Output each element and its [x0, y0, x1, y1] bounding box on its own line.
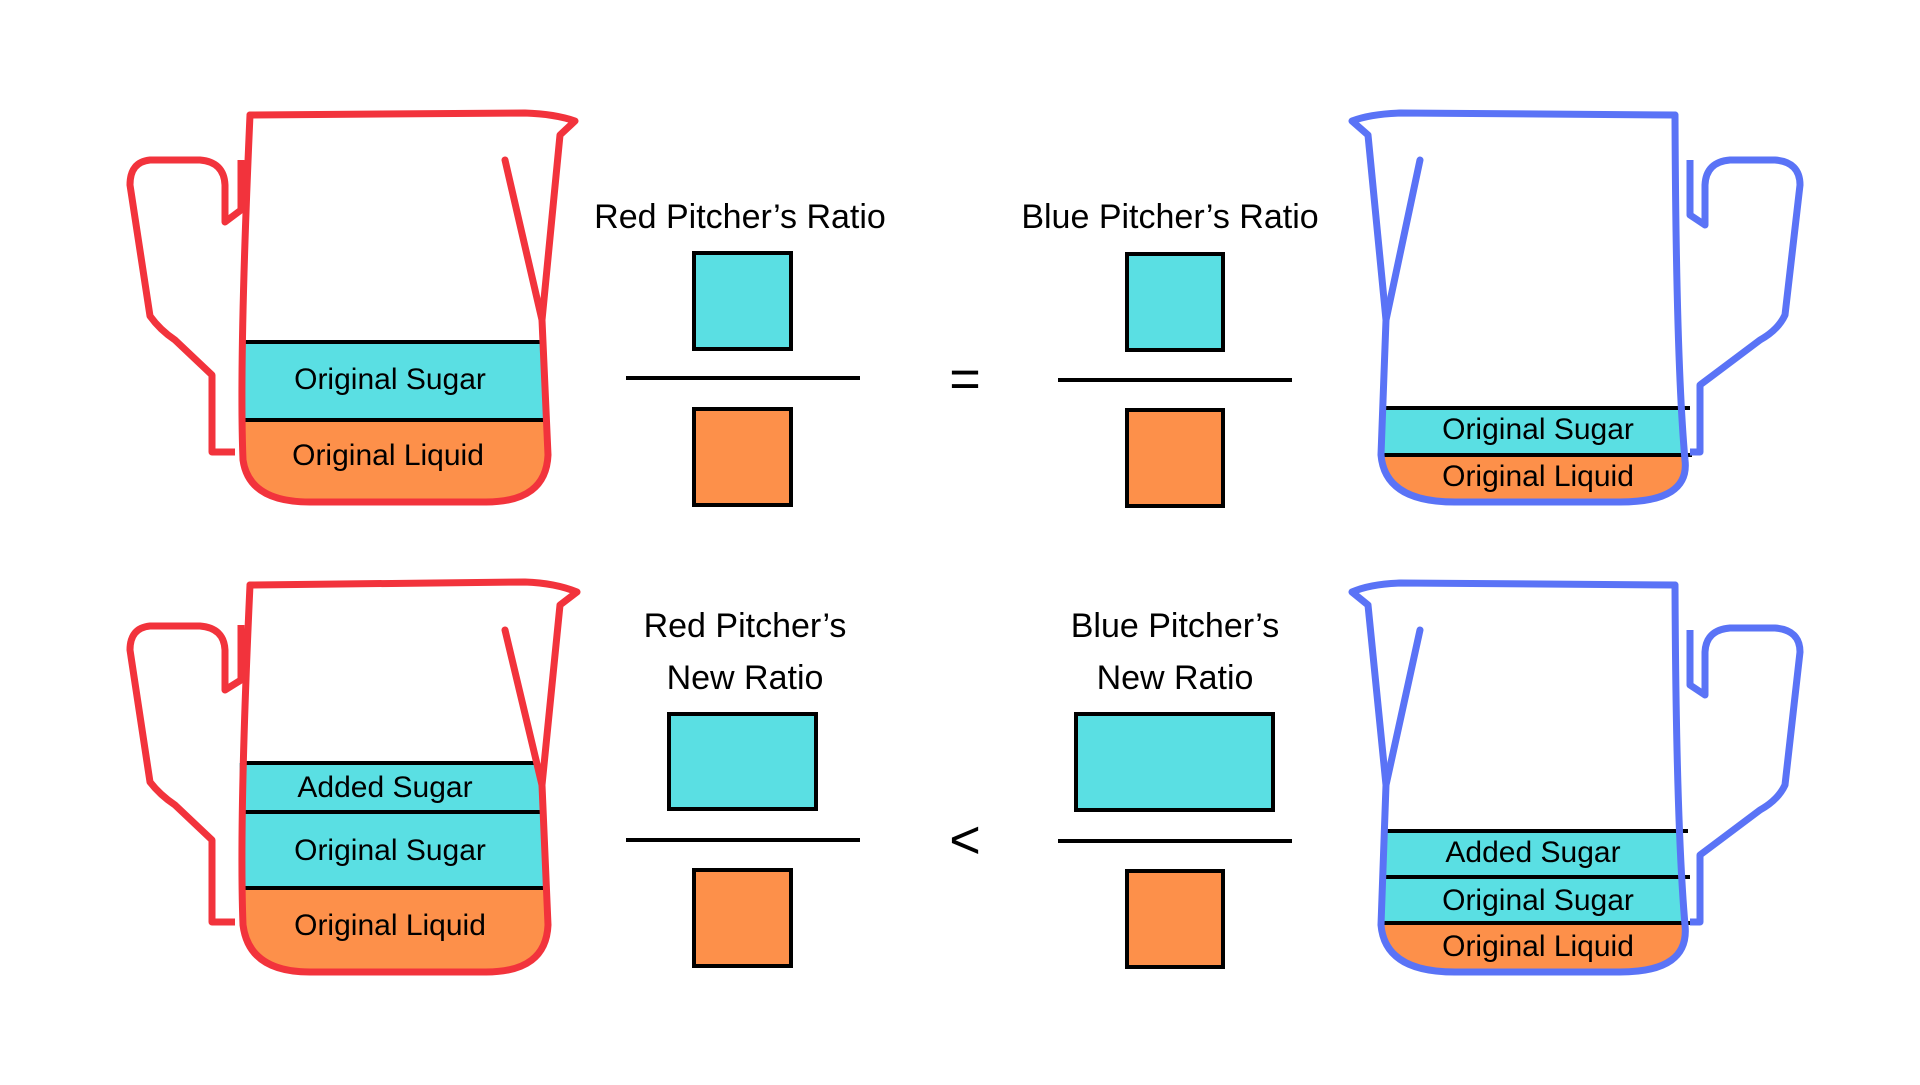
red-pitcher-new: Added Sugar Original Sugar Original Liqu…	[126, 578, 581, 976]
liquid-layer	[1370, 455, 1686, 502]
liquid-label: Original Liquid	[292, 439, 484, 472]
pitcher-handle	[1686, 156, 1804, 456]
sugar-layer	[1370, 408, 1686, 455]
ratio-title-line2: New Ratio	[667, 659, 824, 697]
liquid-denominator	[1125, 869, 1225, 969]
pitcher-body	[1377, 581, 1689, 976]
pitcher-rim	[246, 578, 581, 789]
sugar-layer	[1370, 877, 1686, 923]
pitcher-handle	[126, 622, 245, 926]
sugar-label: Original Sugar	[1442, 413, 1634, 446]
ratio-title: Red Pitcher’s Ratio	[594, 198, 886, 236]
added-sugar-label: Added Sugar	[1445, 836, 1620, 869]
ratio-title: Blue Pitcher’s Ratio	[1021, 198, 1318, 236]
sugar-label: Original Sugar	[1442, 884, 1634, 917]
blue-pitcher-original: Original Sugar Original Liquid	[1348, 109, 1804, 506]
liquid-layer	[238, 888, 570, 972]
liquid-denominator	[692, 868, 793, 968]
pitcher-rim	[246, 109, 579, 324]
blue-ratio-original: Blue Pitcher’s Ratio	[1021, 198, 1319, 508]
red-ratio-original: Red Pitcher’s Ratio	[594, 198, 886, 507]
liquid-denominator	[692, 407, 793, 507]
sugar-numerator	[667, 712, 818, 811]
pitcher-rim	[1348, 579, 1679, 789]
sugar-numerator	[692, 251, 793, 351]
pitcher-body	[1377, 111, 1689, 506]
liquid-label: Original Liquid	[1442, 460, 1634, 493]
added-sugar-label: Added Sugar	[297, 771, 472, 804]
pitcher-handle	[1686, 624, 1804, 926]
added-sugar-layer	[238, 763, 570, 812]
pitcher-handle	[126, 156, 245, 456]
liquid-layer	[1370, 923, 1686, 972]
sugar-layer	[238, 342, 570, 420]
liquid-denominator	[1125, 408, 1225, 508]
ratio-title-line1: Red Pitcher’s	[644, 607, 847, 645]
pitcher-body	[238, 111, 552, 506]
blue-ratio-new: Blue Pitcher’s New Ratio	[1058, 607, 1292, 969]
less-than-sign: <	[949, 810, 981, 870]
pitcher-rim	[1348, 109, 1679, 324]
sugar-label: Original Sugar	[294, 834, 486, 867]
red-pitcher-original: Original Sugar Original Liquid	[126, 109, 579, 506]
ratio-title-line2: New Ratio	[1097, 659, 1254, 697]
sugar-layer	[238, 812, 570, 888]
added-sugar-layer	[1370, 831, 1686, 877]
blue-pitcher-new: Added Sugar Original Sugar Original Liqu…	[1348, 579, 1804, 976]
liquid-label: Original Liquid	[294, 909, 486, 942]
sugar-numerator	[1074, 712, 1275, 812]
liquid-layer	[238, 420, 570, 502]
ratio-title-line1: Blue Pitcher’s	[1071, 607, 1280, 645]
equals-sign: =	[949, 349, 981, 409]
sugar-label: Original Sugar	[294, 363, 486, 396]
red-ratio-new: Red Pitcher’s New Ratio	[626, 607, 860, 968]
sugar-numerator	[1125, 252, 1225, 352]
liquid-label: Original Liquid	[1442, 930, 1634, 963]
pitcher-body	[238, 581, 552, 976]
